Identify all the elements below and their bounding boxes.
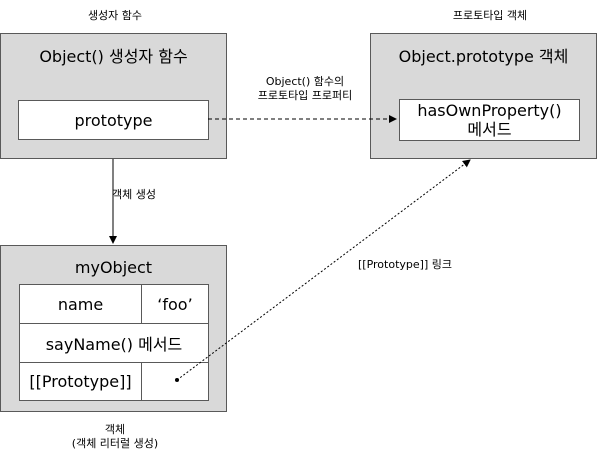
constructor-function-box: Object() 생성자 함수 prototype	[0, 33, 227, 159]
prototype-property-label: prototype	[74, 110, 153, 130]
name-value-label: ‘foo’	[157, 294, 193, 314]
object-caption-line1: 객체	[104, 423, 126, 436]
object-creation-edge-label: 객체 생성	[112, 188, 156, 201]
sayname-method-label: sayName() 메서드	[45, 335, 183, 354]
hasownproperty-method-suffix: 메서드	[467, 120, 512, 139]
name-key-cell: name	[19, 284, 142, 324]
hasownproperty-method-name: hasOwnProperty()	[417, 101, 562, 120]
constructor-caption: 생성자 함수	[87, 9, 143, 22]
constructor-function-title: Object() 생성자 함수	[39, 47, 188, 66]
object-caption-line2: (객체 리터럴 생성)	[71, 437, 159, 450]
myobject-box: myObject name ‘foo’ sayName() 메서드 [[Prot…	[0, 245, 227, 412]
prototype-property-edge-label: Object() 함수의 프로토타입 프로퍼티	[235, 75, 375, 103]
name-key-label: name	[57, 294, 104, 314]
sayname-method-cell: sayName() 메서드	[19, 323, 209, 363]
prototype-object-box: Object.prototype 객체 hasOwnProperty() 메서드	[370, 33, 597, 159]
prototype-object-caption: 프로토타입 객체	[452, 9, 528, 22]
prototype-slot-value-cell	[141, 362, 209, 401]
name-value-cell: ‘foo’	[141, 284, 209, 324]
hasownproperty-method-cell: hasOwnProperty() 메서드	[399, 99, 580, 141]
prototype-property-edge-line2: 프로토타입 프로퍼티	[257, 89, 353, 102]
prototype-link-edge-label: [[Prototype]] 링크	[358, 258, 452, 271]
prototype-object-title: Object.prototype 객체	[398, 47, 569, 66]
prototype-slot-key-label: [[Prototype]]	[29, 372, 132, 391]
prototype-property-edge-line1: Object() 함수의	[265, 75, 345, 88]
object-literal-caption: 객체 (객체 리터럴 생성)	[40, 423, 190, 451]
myobject-title: myObject	[74, 258, 153, 277]
prototype-property-cell: prototype	[18, 100, 209, 140]
prototype-slot-key-cell: [[Prototype]]	[19, 362, 142, 401]
